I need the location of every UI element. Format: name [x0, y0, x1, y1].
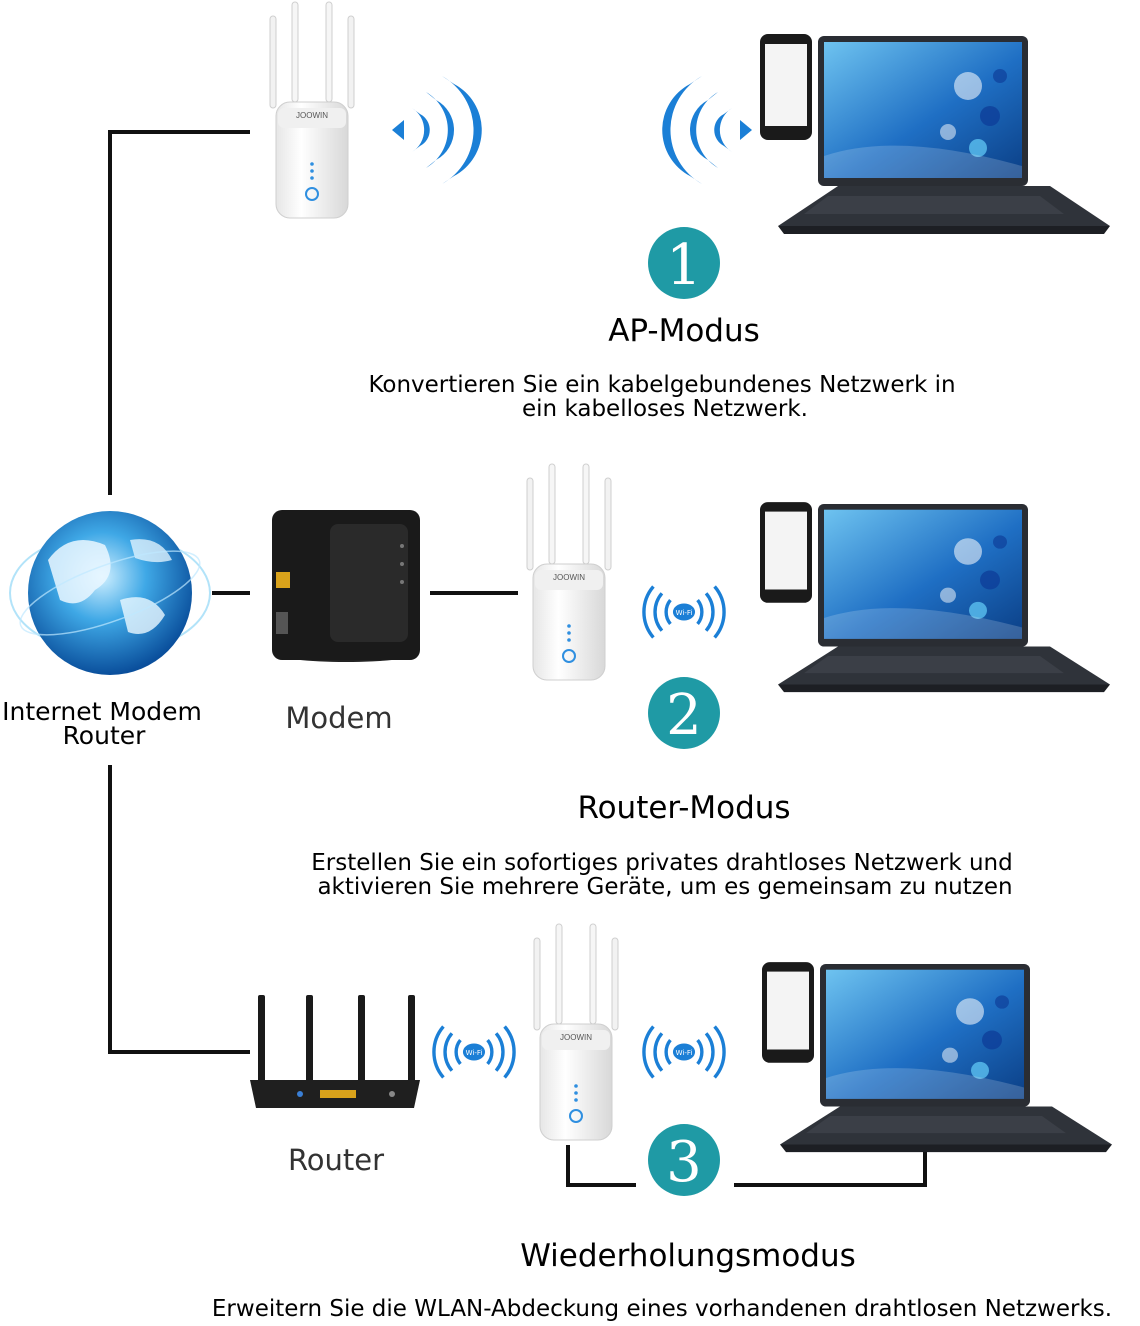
- mode-1-desc-line2: ein kabelloses Netzwerk.: [522, 396, 808, 422]
- mode-1-badge: 1: [648, 227, 720, 299]
- mode-3-badge: 3: [648, 1124, 720, 1196]
- wifi-badge-icon-3b: Wi-Fi: [642, 1024, 726, 1080]
- mode-1-title: AP-Modus: [608, 313, 760, 349]
- modem-device-icon: [272, 510, 420, 662]
- bracket-right: [734, 1145, 927, 1187]
- internet-globe-icon: [9, 511, 211, 675]
- svg-text:JOOWIN: JOOWIN: [560, 1033, 592, 1042]
- svg-text:JOOWIN: JOOWIN: [296, 111, 328, 120]
- svg-text:1: 1: [666, 233, 702, 298]
- svg-text:3: 3: [666, 1130, 702, 1195]
- cable-to-ap-extender: [108, 130, 250, 495]
- laptop-phone-2: [760, 502, 1110, 693]
- mode-2-desc-line1: Erstellen Sie ein sofortiges privates dr…: [311, 850, 1012, 876]
- svg-text:Wi-Fi: Wi-Fi: [466, 1049, 483, 1057]
- svg-text:2: 2: [666, 683, 702, 748]
- extender-router-mode: JOOWIN: [526, 463, 612, 681]
- laptop-phone-1: [760, 34, 1110, 234]
- internet-label-line2: Router: [63, 721, 147, 750]
- extender-repeater: JOOWIN: [533, 923, 619, 1141]
- mode-2-desc-line2: aktivieren Sie mehrere Geräte, um es gem…: [317, 874, 1012, 900]
- router-label: Router: [288, 1143, 384, 1177]
- mode-1-desc-line1: Konvertieren Sie ein kabelgebundenes Net…: [368, 372, 955, 398]
- bracket-left: [566, 1145, 636, 1187]
- svg-text:Wi-Fi: Wi-Fi: [676, 609, 693, 617]
- modem-label: Modem: [285, 701, 392, 735]
- wifi-badge-icon-3a: Wi-Fi: [432, 1024, 516, 1080]
- wifi-badge-icon-2: Wi-Fi: [642, 584, 726, 640]
- extender-ap: JOOWIN: [269, 1, 355, 219]
- laptop-phone-3: [762, 962, 1112, 1153]
- wifi-signal-right-icon: [392, 76, 482, 184]
- mode-3-desc: Erweitern Sie die WLAN-Abdeckung eines v…: [212, 1296, 1112, 1322]
- wifi-signal-left-icon: [662, 76, 752, 184]
- mode-2-title: Router-Modus: [577, 790, 790, 826]
- internet-label-line1: Internet Modem: [2, 697, 202, 726]
- mode-3-title: Wiederholungsmodus: [520, 1238, 856, 1274]
- svg-text:JOOWIN: JOOWIN: [553, 573, 585, 582]
- svg-text:Wi-Fi: Wi-Fi: [676, 1049, 693, 1057]
- cable-to-router: [108, 765, 250, 1054]
- mode-2-badge: 2: [648, 677, 720, 749]
- router-device-icon: [250, 995, 420, 1108]
